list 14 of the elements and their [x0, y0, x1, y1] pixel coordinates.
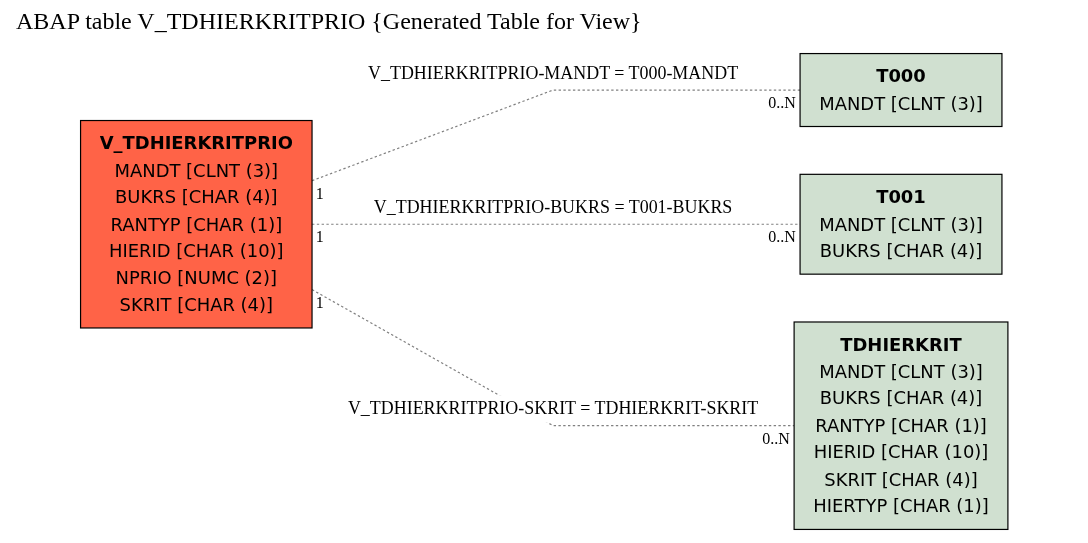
edge-label: V_TDHIERKRITPRIO-SKRIT = TDHIERKRIT-SKRIT — [347, 398, 758, 418]
cardinality-label: 1 — [315, 229, 324, 246]
title: ABAP table V_TDHIERKRITPRIO {Generated Table for View} — [16, 8, 642, 35]
edge-label: V_TDHIERKRITPRIO-MANDT = T000-MANDT — [367, 63, 738, 83]
cardinality-label: 1 — [315, 185, 324, 202]
cardinality-label: 1 — [315, 294, 324, 311]
edge-label: V_TDHIERKRITPRIO-BUKRS = T001-BUKRS — [373, 197, 733, 217]
node-box: TDHIERKRIT MANDT [CLNT (3)] BUKRS [CHAR (4)] RANTYP [CHAR (1)] HIERID [CHAR (10)] SKRIT [CHAR (4)] HIERTYP [CHAR (1)] — [793, 321, 1009, 531]
node-box: V_TDHIERKRITPRIO MANDT [CLNT (3)] BUKRS [CHAR (4)] RANTYP [CHAR (1)] HIERID [CHAR (10)] NPRIO [NUMC (2)] SKRIT [CHAR (4)] — [79, 119, 313, 329]
cardinality-label: 0..N — [768, 95, 796, 112]
cardinality-label: 0..N — [762, 430, 790, 447]
node-box: T001 MANDT [CLNT (3)] BUKRS [CHAR (4)] — [799, 173, 1003, 275]
cardinality-label: 0..N — [768, 229, 796, 246]
node-box: T000 MANDT [CLNT (3)] — [799, 52, 1003, 128]
